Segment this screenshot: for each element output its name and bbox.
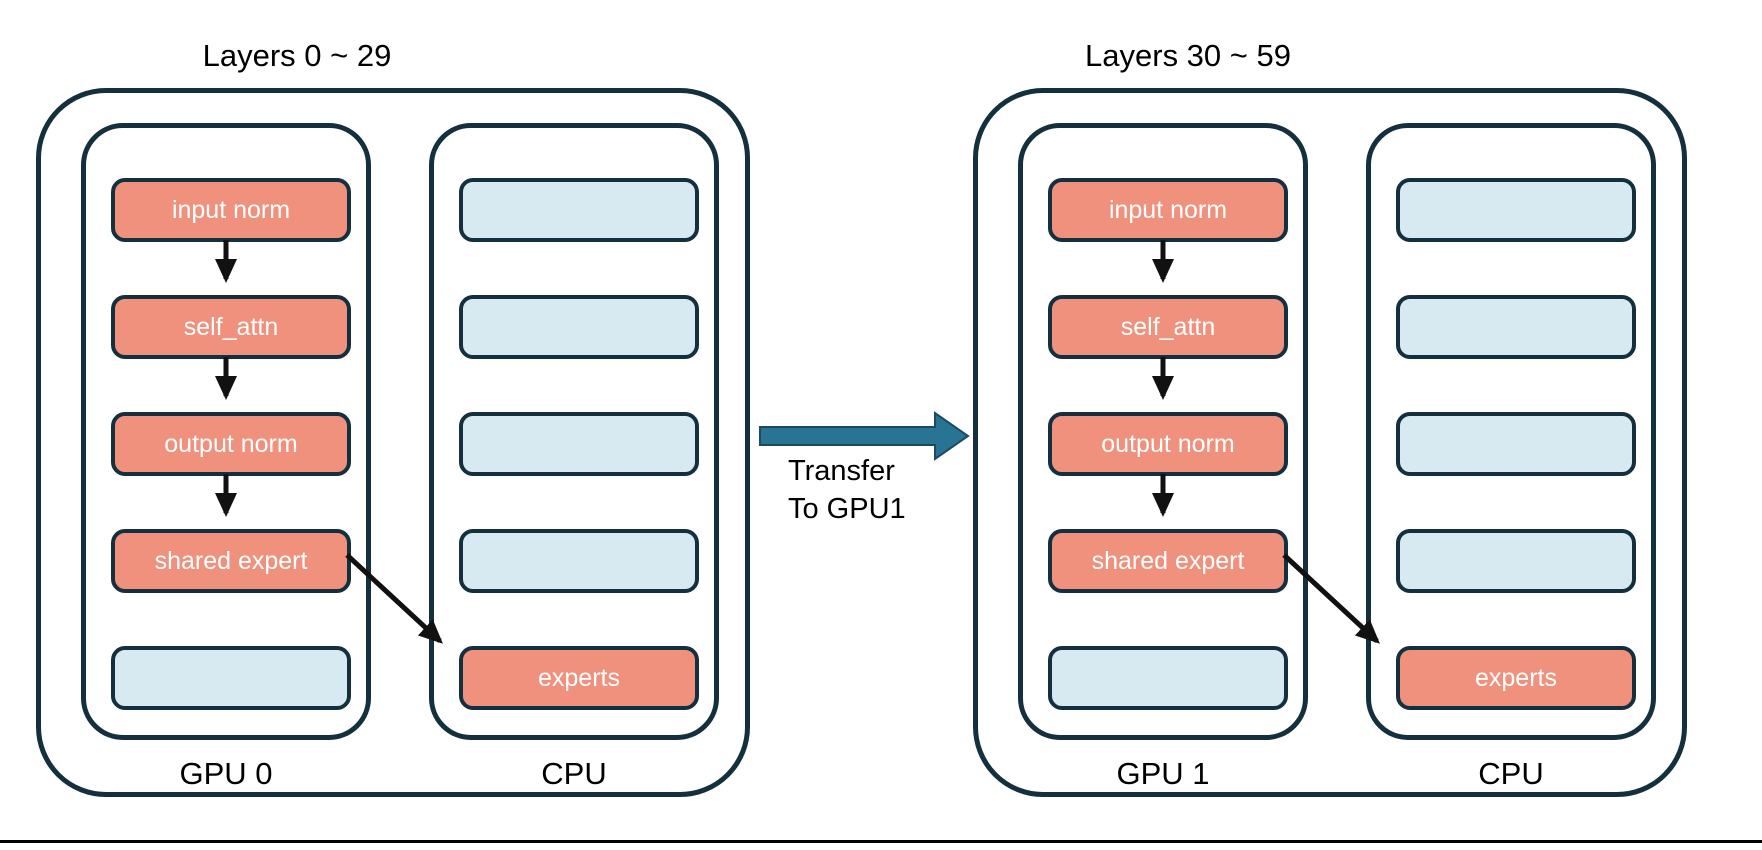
node-shared-expert: shared expert [1048, 529, 1288, 593]
layer-group-container: input norm self_attn output norm shared … [973, 88, 1687, 797]
node-output-norm: output norm [111, 412, 351, 476]
bottom-border-line [0, 840, 1762, 843]
node-empty-slot [459, 295, 699, 359]
cpu-label: CPU [541, 756, 607, 791]
node-empty-slot [459, 178, 699, 242]
layer-group-0-29: Layers 0 ~ 29 input norm self_attn outpu… [36, 38, 750, 810]
group-title: Layers 30 ~ 59 [1085, 38, 1291, 73]
node-experts: experts [1396, 646, 1636, 710]
node-empty-slot [1396, 412, 1636, 476]
layer-group-container: input norm self_attn output norm shared … [36, 88, 750, 797]
node-label: output norm [1101, 429, 1235, 458]
node-empty-slot [1396, 529, 1636, 593]
transfer-label-line2: To GPU1 [788, 493, 906, 525]
gpu0-label: GPU 0 [179, 756, 273, 791]
group-title: Layers 0 ~ 29 [202, 38, 392, 73]
node-label: experts [1475, 663, 1557, 692]
node-empty-slot [1048, 646, 1288, 710]
transfer-label-line1: Transfer [788, 455, 895, 487]
node-empty-slot [459, 412, 699, 476]
node-self-attn: self_attn [111, 295, 351, 359]
node-empty-slot [1396, 295, 1636, 359]
node-label: shared expert [1091, 546, 1245, 575]
node-empty-slot [111, 646, 351, 710]
node-label: experts [538, 663, 620, 692]
cpu-label: CPU [1478, 756, 1544, 791]
node-input-norm: input norm [111, 178, 351, 242]
cpu-column: experts [1366, 123, 1656, 740]
node-empty-slot [459, 529, 699, 593]
node-label: self_attn [1120, 312, 1216, 341]
transfer-label: Transfer To GPU1 [788, 452, 906, 528]
node-shared-expert: shared expert [111, 529, 351, 593]
node-label: shared expert [154, 546, 308, 575]
node-output-norm: output norm [1048, 412, 1288, 476]
gpu1-column: input norm self_attn output norm shared … [1018, 123, 1308, 740]
node-label: input norm [171, 195, 291, 224]
transfer-arrow-icon [759, 411, 970, 461]
node-self-attn: self_attn [1048, 295, 1288, 359]
node-empty-slot [1396, 178, 1636, 242]
node-experts: experts [459, 646, 699, 710]
layer-group-30-59: Layers 30 ~ 59 input norm self_attn outp… [973, 38, 1687, 810]
node-label: self_attn [183, 312, 279, 341]
node-label: output norm [164, 429, 298, 458]
gpu1-label: GPU 1 [1116, 756, 1210, 791]
gpu0-column: input norm self_attn output norm shared … [81, 123, 371, 740]
node-label: input norm [1108, 195, 1228, 224]
cpu-column: experts [429, 123, 719, 740]
node-input-norm: input norm [1048, 178, 1288, 242]
